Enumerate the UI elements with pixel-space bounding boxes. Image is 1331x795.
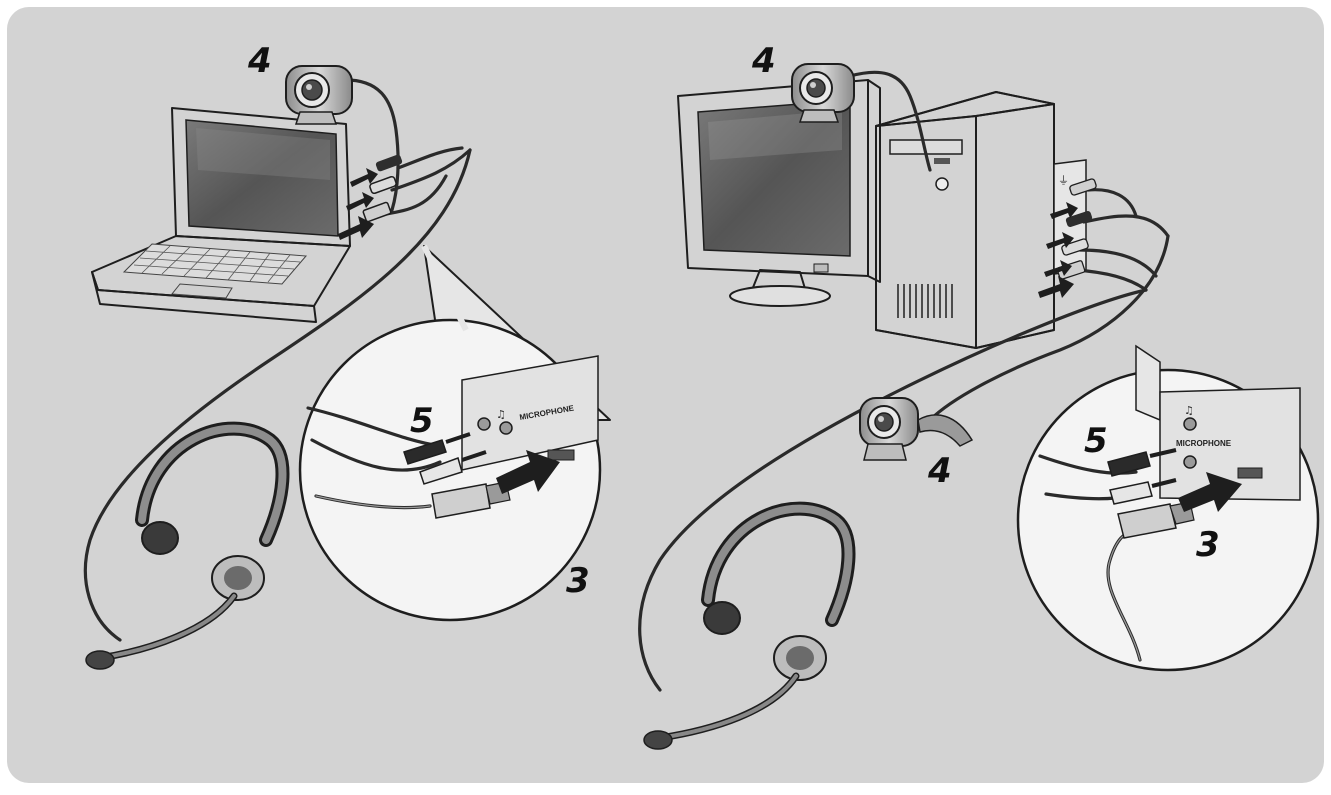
laptop-headphone-icon: ♫: [496, 408, 506, 421]
laptop-usb-step-label: 3: [566, 561, 590, 601]
laptop-headset: [85, 421, 290, 670]
desktop-usb-icon: ⏚: [1058, 174, 1069, 187]
desktop-webcam-top-step-label: 4: [751, 41, 776, 81]
desktop-headset: [643, 501, 856, 750]
desktop-headset-cable: [638, 288, 1148, 692]
desktop-webcam-side: [859, 397, 974, 461]
desktop-ports-callout: MICROPHONE ♫: [1016, 344, 1320, 672]
laptop-illustration: [91, 107, 351, 323]
desktop-webcam-top: [791, 63, 932, 172]
laptop-audio-step-label: 5: [410, 401, 434, 441]
laptop-webcam: [285, 65, 400, 212]
desktop-headphone-icon: ♫: [1184, 404, 1194, 417]
desktop-microphone-port-label: MICROPHONE: [1176, 439, 1232, 448]
desktop-connector-plugs: [1038, 178, 1170, 298]
desktop-webcam-side-step-label: 4: [927, 451, 952, 491]
laptop-connector-plugs: [338, 146, 472, 240]
laptop-webcam-step-label: 4: [247, 41, 272, 81]
desktop-audio-step-label: 5: [1084, 421, 1108, 461]
laptop-headset-cable: [83, 148, 472, 642]
desktop-monitor: [677, 79, 881, 307]
laptop-ports-callout: MICROPHONE ♫: [298, 244, 611, 622]
desktop-usb-step-label: 3: [1196, 525, 1220, 565]
